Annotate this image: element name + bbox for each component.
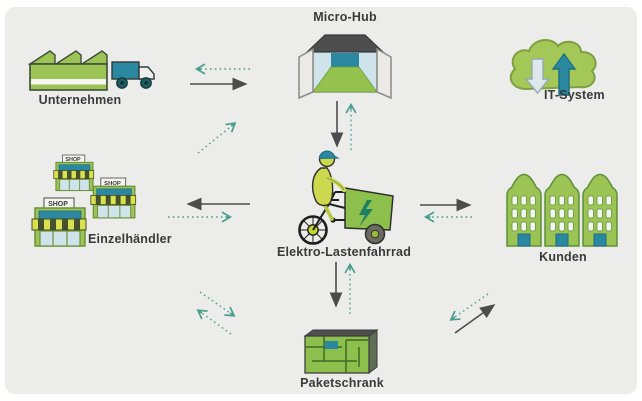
parcel-locker-icon — [303, 329, 379, 374]
micro-hub-icon — [298, 34, 392, 100]
rider-cap — [319, 150, 340, 160]
paketschrank-label: Paketschrank — [300, 376, 384, 390]
cargo-bike-icon — [298, 150, 394, 245]
rider-body — [311, 167, 334, 207]
micro-hub-label: Micro-Hub — [313, 10, 377, 24]
factory-truck-icon — [28, 50, 155, 91]
shops-icon: SHOP SHOP SHOP — [31, 154, 137, 247]
cloud-shape — [509, 39, 597, 91]
unternehmen-label: Unternehmen — [38, 93, 122, 107]
truck-icon — [111, 61, 155, 89]
upload-arrow-icon — [551, 52, 577, 96]
locker-highlight-cell — [325, 341, 338, 349]
factory-icon — [28, 50, 108, 91]
einzelhaendler-label: Einzelhändler — [88, 232, 172, 246]
download-arrow-icon — [524, 58, 551, 95]
kunden-label: Kunden — [539, 250, 587, 264]
shop-sign-text: SHOP — [65, 157, 81, 163]
lastenfahrrad-label: Elektro-Lastenfahrrad — [276, 245, 412, 259]
lightning-bolt-icon — [359, 200, 373, 227]
it-system-cloud-icon — [509, 39, 597, 96]
shop-sign-text: SHOP — [104, 181, 121, 187]
houses-icon — [506, 173, 618, 247]
shop-sign-text: SHOP — [48, 201, 68, 208]
it-system-label: IT-System — [544, 88, 605, 102]
